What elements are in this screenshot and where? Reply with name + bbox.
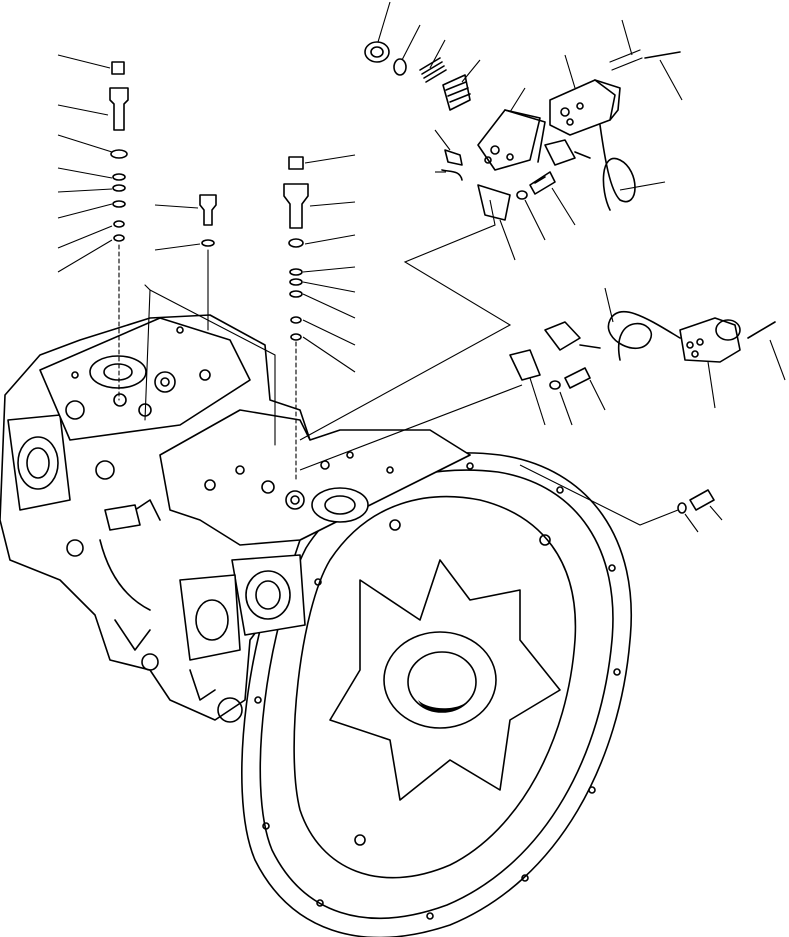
top-valve-assembly	[364, 41, 556, 221]
flywheel-housing	[241, 452, 632, 937]
housing-center-boss	[383, 631, 497, 729]
lower-solenoid	[509, 310, 776, 390]
pump-port	[311, 487, 369, 523]
pump-body	[0, 314, 471, 723]
control-port	[89, 355, 147, 389]
callout-leaders	[57, 1, 786, 533]
upper-solenoid	[544, 49, 681, 211]
left-fitting-stack	[109, 61, 129, 401]
right-fitting-stack	[283, 156, 309, 481]
middle-fitting-stack	[199, 194, 217, 311]
housing-bolt-washer	[677, 489, 715, 514]
